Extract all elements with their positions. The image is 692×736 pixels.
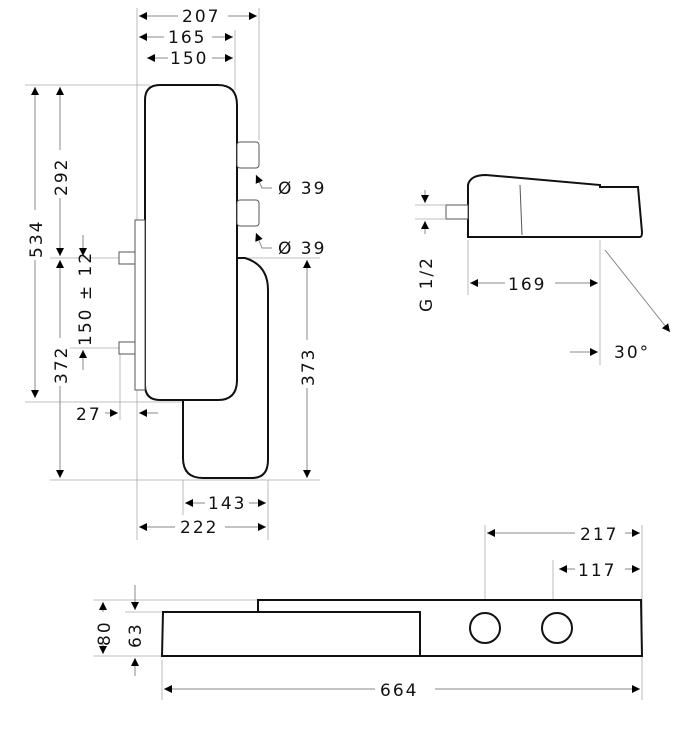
- bottom-knob-2: [541, 612, 573, 644]
- dim-63: 63: [126, 622, 146, 648]
- dim-diameter-39-1: Ø 39: [278, 179, 326, 199]
- bottom-knob-1: [469, 612, 501, 644]
- dim-165: 165: [168, 28, 206, 48]
- side-view: G 1/2 169 30°: [415, 173, 671, 365]
- dim-372: 372: [52, 346, 72, 384]
- thread-pin: [445, 204, 469, 220]
- dim-207: 207: [182, 7, 220, 27]
- dim-80: 80: [95, 620, 115, 646]
- knob-1: [236, 141, 260, 169]
- dim-117: 117: [578, 561, 616, 581]
- dim-292: 292: [52, 158, 72, 196]
- front-view: 207 165 150 534 292 372 150 ± 12 373 27 …: [25, 6, 326, 540]
- pin-top: [118, 251, 136, 265]
- dim-217: 217: [580, 525, 618, 545]
- pin-bottom: [118, 341, 136, 355]
- dim-150-tolerance: 150 ± 12: [76, 251, 96, 346]
- dim-664: 664: [380, 681, 418, 701]
- dim-534: 534: [27, 220, 47, 258]
- angle-30: 30°: [614, 343, 650, 363]
- knob-2: [236, 199, 260, 227]
- dim-222: 222: [180, 518, 218, 538]
- bottom-view: 217 117 664 80 63: [93, 522, 644, 701]
- dim-150: 150: [170, 49, 208, 69]
- thread-label: G 1/2: [417, 256, 437, 312]
- dim-169: 169: [508, 275, 546, 295]
- dim-373: 373: [299, 348, 319, 386]
- dim-143: 143: [208, 494, 246, 514]
- dim-diameter-39-2: Ø 39: [278, 239, 326, 259]
- dim-27: 27: [76, 405, 102, 425]
- main-body: [144, 84, 238, 401]
